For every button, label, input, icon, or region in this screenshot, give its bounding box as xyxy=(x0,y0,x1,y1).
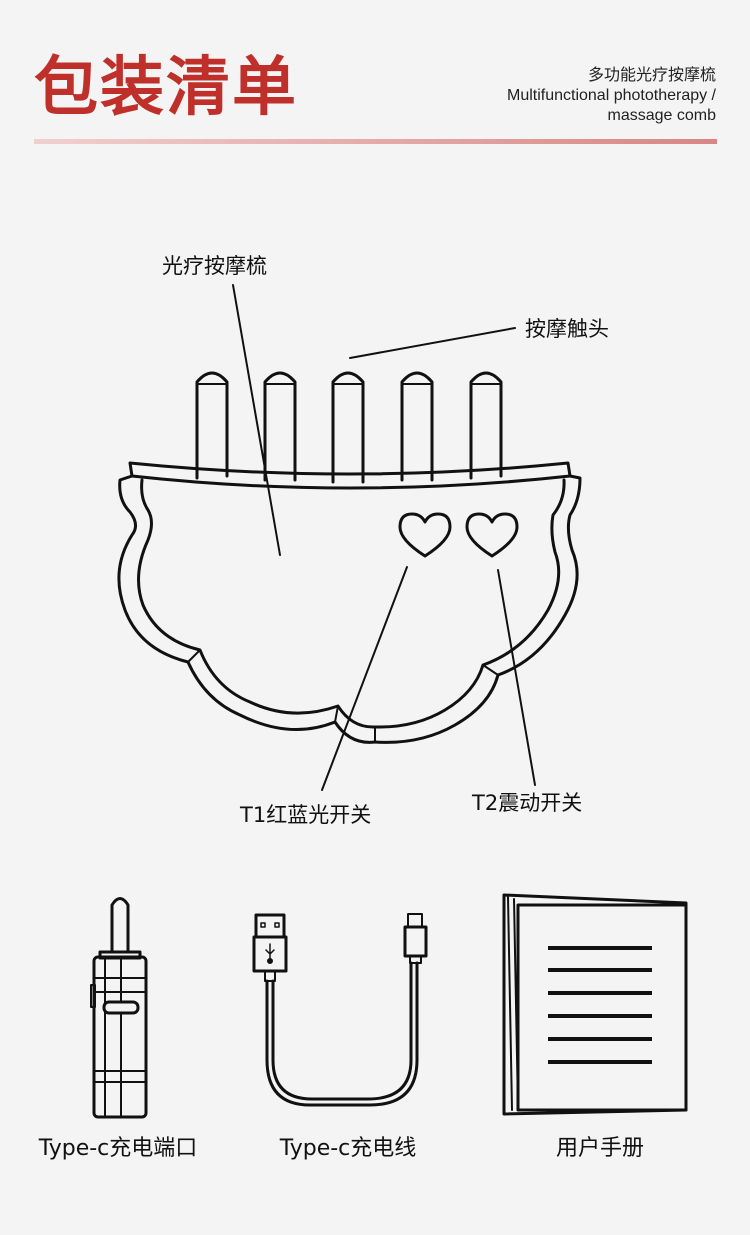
caption-charging-port: Type-c充电端口 xyxy=(38,1136,198,1161)
heart-button-t2[interactable] xyxy=(465,512,519,558)
subtitle-en-2: massage comb xyxy=(607,107,717,124)
massage-comb-illustration xyxy=(117,284,582,791)
user-manual-illustration xyxy=(502,893,688,1116)
product-subtitle: 多功能光疗按摩梳 Multifunctional phototherapy / … xyxy=(507,66,716,126)
header-divider xyxy=(34,139,717,144)
label-t1-switch: T1红蓝光开关 xyxy=(240,803,372,827)
comb-body-outer xyxy=(117,474,582,744)
charging-port-illustration xyxy=(90,897,148,1119)
usb-cable-illustration xyxy=(252,913,428,1107)
label-comb: 光疗按摩梳 xyxy=(162,254,267,278)
caption-charging-cable: Type-c充电线 xyxy=(279,1136,417,1161)
subtitle-en-1: Multifunctional phototherapy / xyxy=(506,87,716,104)
label-t2-switch: T2震动开关 xyxy=(472,791,583,815)
subtitle-cn: 多功能光疗按摩梳 xyxy=(587,67,716,84)
caption-user-manual: 用户手册 xyxy=(555,1136,645,1161)
label-massage-tips: 按摩触头 xyxy=(525,317,609,341)
massage-tips xyxy=(195,371,503,484)
heart-button-t1[interactable] xyxy=(398,512,452,558)
leader-lines xyxy=(232,284,536,791)
page-title: 包装清单 xyxy=(34,50,298,125)
comb-body-inner xyxy=(137,478,566,729)
